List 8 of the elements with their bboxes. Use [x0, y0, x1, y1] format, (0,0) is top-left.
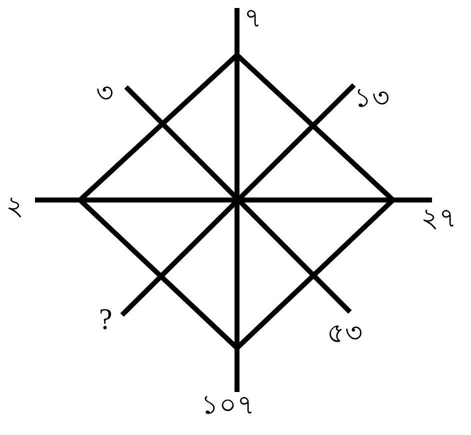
- number-label: ৭: [244, 5, 262, 32]
- number-label: ২৭: [421, 205, 457, 232]
- number-label: ১০৭: [201, 392, 255, 419]
- number-label: ২: [6, 193, 24, 220]
- number-label: ৩: [96, 80, 114, 107]
- number-label: ১৩: [354, 85, 390, 112]
- question-mark: ?: [99, 305, 112, 335]
- number-label: ৫৩: [327, 320, 363, 347]
